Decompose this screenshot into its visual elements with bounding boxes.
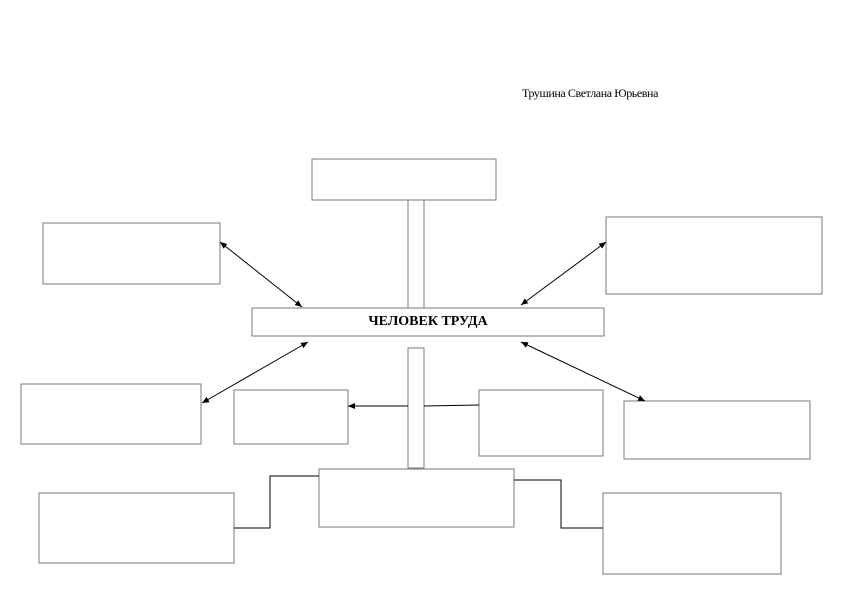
- right-upper-box: [605, 216, 823, 295]
- elbow-connector-right: [514, 479, 603, 529]
- inner-right-box: [478, 389, 604, 457]
- inner-left-box: [233, 389, 349, 445]
- bottom-connector-bar: [407, 347, 425, 469]
- top-box: [311, 158, 497, 201]
- bottom-right-box: [602, 492, 782, 575]
- arrow-right-middle: [520, 341, 646, 402]
- arrow-right-upper: [520, 241, 607, 306]
- elbow-connector-left: [234, 475, 319, 529]
- center-box: [251, 307, 605, 337]
- bottom-center-box: [318, 468, 515, 528]
- top-connector-bar: [407, 199, 425, 309]
- arrow-left-middle: [201, 341, 309, 404]
- author-name: Трушина Светлана Юрьевна: [522, 86, 659, 100]
- bottom-left-box: [38, 492, 235, 564]
- left-upper-box: [42, 222, 221, 285]
- right-middle-box: [623, 400, 811, 460]
- left-middle-box: [20, 383, 202, 445]
- arrow-left-upper: [219, 241, 303, 308]
- line-to-inner-right: [423, 404, 480, 407]
- center-label: ЧЕЛОВЕК ТРУДА: [368, 314, 488, 329]
